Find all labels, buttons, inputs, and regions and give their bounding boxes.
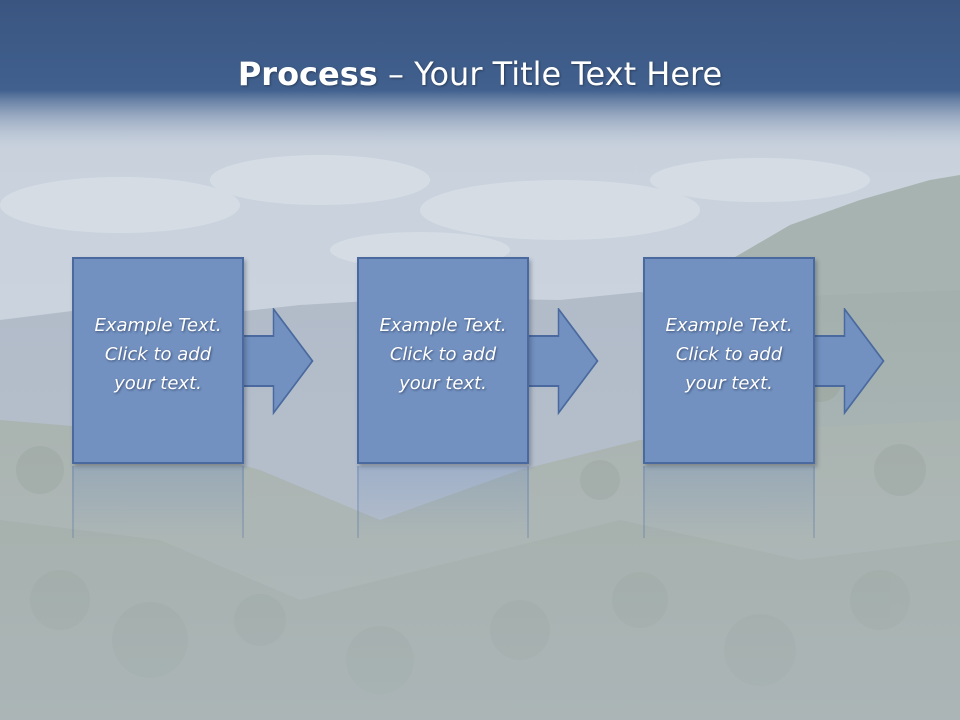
slide-title[interactable]: Process – Your Title Text Here xyxy=(0,52,960,96)
step-box xyxy=(643,257,815,464)
step-text[interactable]: Example Text. Click to add your text. xyxy=(94,315,222,394)
title-bold: Process xyxy=(237,55,378,93)
right-arrow-icon xyxy=(242,308,314,416)
right-arrow-icon xyxy=(527,308,599,416)
process-step-1[interactable]: Example Text. Click to add your text. xyxy=(72,257,314,464)
step-reflection xyxy=(72,466,244,538)
step-text[interactable]: Example Text. Click to add your text. xyxy=(665,315,793,394)
right-arrow-icon xyxy=(813,308,885,416)
process-step-3[interactable]: Example Text. Click to add your text. xyxy=(643,257,885,464)
step-text[interactable]: Example Text. Click to add your text. xyxy=(379,315,507,394)
title-rest: – Your Title Text Here xyxy=(377,55,723,93)
step-box xyxy=(357,257,529,464)
step-reflection xyxy=(643,466,815,538)
step-reflection xyxy=(357,466,529,538)
process-step-2[interactable]: Example Text. Click to add your text. xyxy=(357,257,599,464)
step-box xyxy=(72,257,244,464)
